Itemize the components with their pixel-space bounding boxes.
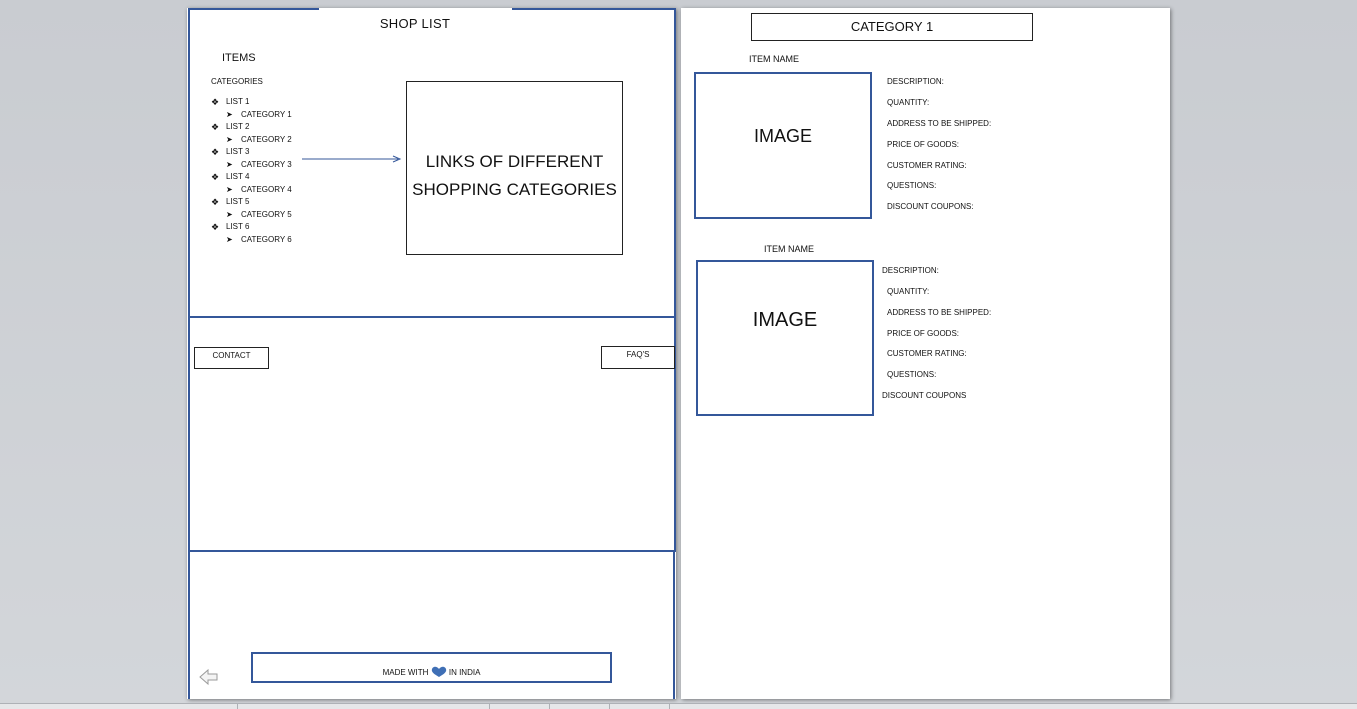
item-image[interactable]: IMAGE [696, 260, 874, 416]
status-divider [669, 704, 670, 709]
image-label: IMAGE [753, 126, 812, 146]
item-name: ITEM NAME [749, 54, 800, 64]
diamond-bullet-icon: ❖ [211, 122, 220, 132]
footer-text: MADE WITH IN INDIA [253, 666, 610, 678]
items-label: ITEMS [222, 52, 256, 64]
category-title-box: CATEGORY 1 [751, 13, 1033, 41]
image-label: IMAGE [752, 309, 818, 331]
diamond-bullet-icon: ❖ [211, 197, 220, 207]
price-field: PRICE OF GOODS: [887, 140, 960, 149]
status-bar [0, 703, 1357, 709]
list-label[interactable]: LIST 5 [226, 197, 250, 206]
list-label[interactable]: LIST 4 [226, 172, 250, 181]
arrow-bullet-icon: ➤ [226, 110, 233, 119]
address-field: ADDRESS TO BE SHIPPED: [887, 308, 992, 317]
item-name: ITEM NAME [764, 244, 815, 254]
category-link[interactable]: CATEGORY 2 [241, 135, 292, 144]
category-link[interactable]: CATEGORY 4 [241, 185, 292, 194]
header-top-border-right [512, 8, 676, 10]
item-image[interactable]: IMAGE [694, 72, 872, 219]
header-top-border-left [188, 8, 319, 10]
faqs-button[interactable]: FAQ'S [601, 346, 675, 369]
list-label[interactable]: LIST 1 [226, 97, 250, 106]
arrow-bullet-icon: ➤ [226, 235, 233, 244]
links-box-line-2: SHOPPING CATEGORIES [412, 180, 617, 199]
status-divider [489, 704, 490, 709]
category-links-box[interactable]: LINKS OF DIFFERENT SHOPPING CATEGORIES [406, 81, 623, 255]
links-box-line-1: LINKS OF DIFFERENT [425, 152, 604, 171]
coupons-field: DISCOUNT COUPONS: [887, 202, 974, 211]
category-link[interactable]: CATEGORY 6 [241, 235, 292, 244]
quantity-field: QUANTITY: [887, 287, 930, 296]
contact-label: CONTACT [212, 351, 251, 360]
address-field: ADDRESS TO BE SHIPPED: [887, 119, 992, 128]
status-divider [609, 704, 610, 709]
categories-label: CATEGORIES [211, 77, 263, 86]
category-link[interactable]: CATEGORY 3 [241, 160, 292, 169]
heart-icon [431, 666, 446, 677]
category-title: CATEGORY 1 [850, 19, 934, 34]
pointer-arrow-icon [302, 155, 402, 163]
arrow-bullet-icon: ➤ [226, 160, 233, 169]
diamond-bullet-icon: ❖ [211, 97, 220, 107]
quantity-field: QUANTITY: [887, 98, 930, 107]
status-divider [237, 704, 238, 709]
bottom-section-right-border [673, 552, 675, 699]
diamond-bullet-icon: ❖ [211, 222, 220, 232]
description-field: DESCRIPTION: [887, 77, 944, 86]
arrow-bullet-icon: ➤ [226, 210, 233, 219]
questions-field: QUESTIONS: [887, 370, 937, 379]
left-page: SHOP LIST ITEMS CATEGORIES ❖ LIST 1 ➤ CA… [187, 8, 676, 699]
diamond-bullet-icon: ❖ [211, 147, 220, 157]
footer-text-after: IN INDIA [448, 668, 481, 677]
page-title: SHOP LIST [379, 16, 451, 31]
rating-field: CUSTOMER RATING: [887, 161, 967, 170]
item-details: DESCRIPTION: QUANTITY: ADDRESS TO BE SHI… [887, 78, 991, 224]
right-page: CATEGORY 1 ITEM NAME IMAGE DESCRIPTION: … [681, 8, 1170, 699]
bottom-section-left-border [188, 552, 190, 699]
arrow-bullet-icon: ➤ [226, 135, 233, 144]
price-field: PRICE OF GOODS: [887, 329, 960, 338]
questions-field: QUESTIONS: [887, 181, 937, 190]
links-box-text: LINKS OF DIFFERENT SHOPPING CATEGORIES [407, 148, 622, 204]
coupons-field: DISCOUNT COUPONS [882, 391, 967, 400]
footer-text-before: MADE WITH [382, 668, 429, 677]
description-field: DESCRIPTION: [882, 266, 939, 275]
contact-button[interactable]: CONTACT [194, 347, 269, 369]
list-label[interactable]: LIST 2 [226, 122, 250, 131]
category-link[interactable]: CATEGORY 1 [241, 110, 292, 119]
footer-banner: MADE WITH IN INDIA [251, 652, 612, 683]
list-label[interactable]: LIST 6 [226, 222, 250, 231]
status-divider [549, 704, 550, 709]
list-label[interactable]: LIST 3 [226, 147, 250, 156]
arrow-bullet-icon: ➤ [226, 185, 233, 194]
category-link[interactable]: CATEGORY 5 [241, 210, 292, 219]
back-arrow-icon[interactable] [199, 668, 219, 686]
middle-section [188, 316, 676, 552]
diamond-bullet-icon: ❖ [211, 172, 220, 182]
rating-field: CUSTOMER RATING: [887, 349, 967, 358]
faqs-label: FAQ'S [626, 350, 650, 359]
